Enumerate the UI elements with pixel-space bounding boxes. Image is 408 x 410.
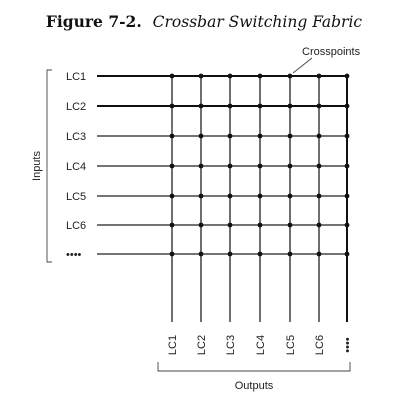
crosspoint-1-1 (169, 73, 175, 79)
crosspoint-1-2 (198, 73, 204, 79)
output-label-1: LC1 (167, 335, 179, 355)
crosspoint-5-7 (344, 193, 350, 199)
crosspoint-4-7 (344, 163, 350, 169)
crosspoint-3-6 (316, 133, 322, 139)
crosspoint-4-1 (169, 163, 175, 169)
crosspoint-3-5 (287, 133, 293, 139)
crosspoint-2-6 (316, 103, 322, 109)
crosspoint-4-3 (227, 163, 233, 169)
input-label-5: LC5 (66, 191, 86, 203)
crosspoint-7-7 (344, 251, 350, 257)
crosspoint-4-2 (198, 163, 204, 169)
crosspoint-7-4 (257, 251, 263, 257)
input-label-4: LC4 (66, 161, 86, 173)
crosspoint-7-1 (169, 251, 175, 257)
output-label-6: LC6 (314, 335, 326, 355)
crosspoint-dots (169, 73, 350, 257)
input-label-7: •••• (66, 249, 82, 261)
crosspoint-6-6 (316, 222, 322, 228)
crosspoint-5-4 (257, 193, 263, 199)
crosspoint-1-5 (287, 73, 293, 79)
crosspoint-3-2 (198, 133, 204, 139)
crosspoint-6-5 (287, 222, 293, 228)
input-label-2: LC2 (66, 101, 86, 113)
crosspoint-3-7 (344, 133, 350, 139)
crosspoint-1-3 (227, 73, 233, 79)
crosspoint-6-2 (198, 222, 204, 228)
outputs-label: Outputs (235, 380, 274, 392)
inputs-label: Inputs (31, 151, 43, 181)
inputs-bracket (46, 69, 52, 263)
crosspoint-4-4 (257, 163, 263, 169)
crosspoint-2-2 (198, 103, 204, 109)
crosspoint-4-6 (316, 163, 322, 169)
crosspoint-5-1 (169, 193, 175, 199)
input-label-1: LC1 (66, 71, 86, 83)
output-label-5: LC5 (285, 335, 297, 355)
output-label-7: •••• (342, 337, 354, 353)
crosspoints-label: Crosspoints (302, 46, 361, 58)
output-label-3: LC3 (225, 335, 237, 355)
outputs-bracket (157, 362, 351, 372)
crosspoint-7-6 (316, 251, 322, 257)
crosspoint-7-5 (287, 251, 293, 257)
crosspoint-1-4 (257, 73, 263, 79)
figure-label: Figure 7-2. (46, 12, 142, 31)
figure-title: Figure 7-2. Crossbar Switching Fabric (46, 12, 363, 31)
crosspoint-7-2 (198, 251, 204, 257)
output-lines: LC1 LC2 LC3 LC4 LC5 LC6 •••• (167, 76, 354, 355)
crosspoint-5-2 (198, 193, 204, 199)
crosspoint-5-5 (287, 193, 293, 199)
crosspoint-3-4 (257, 133, 263, 139)
crosspoint-7-3 (227, 251, 233, 257)
crosspoint-2-4 (257, 103, 263, 109)
output-label-2: LC2 (196, 335, 208, 355)
crosspoint-2-1 (169, 103, 175, 109)
crosspoint-1-6 (316, 73, 322, 79)
crosspoint-6-3 (227, 222, 233, 228)
crosspoint-3-1 (169, 133, 175, 139)
crosspoint-3-3 (227, 133, 233, 139)
crosspoints-pointer (292, 57, 313, 74)
crosspoint-4-5 (287, 163, 293, 169)
crosspoint-2-7 (344, 103, 350, 109)
crosspoint-5-3 (227, 193, 233, 199)
input-label-3: LC3 (66, 131, 86, 143)
crosspoint-1-7 (344, 73, 350, 79)
crosspoint-6-1 (169, 222, 175, 228)
crosspoint-6-7 (344, 222, 350, 228)
crosspoint-5-6 (316, 193, 322, 199)
output-label-4: LC4 (255, 335, 267, 355)
crosspoint-2-5 (287, 103, 293, 109)
crosspoint-6-4 (257, 222, 263, 228)
input-label-6: LC6 (66, 220, 86, 232)
figure-caption: Crossbar Switching Fabric (153, 13, 363, 31)
crosspoint-2-3 (227, 103, 233, 109)
